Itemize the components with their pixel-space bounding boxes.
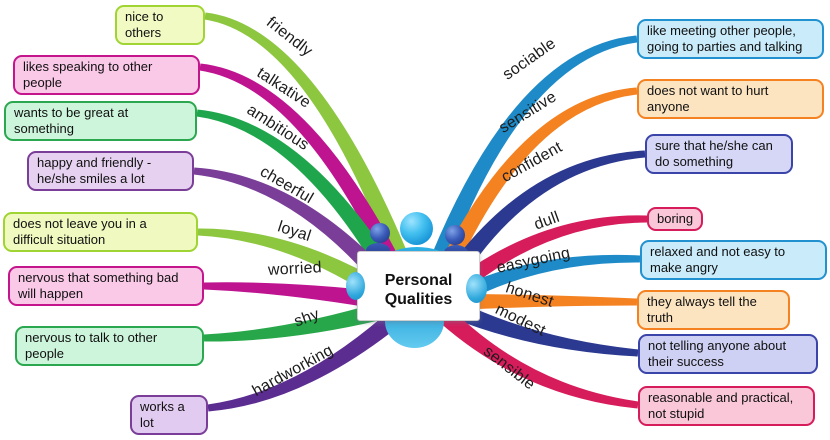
left-figure-head-icon: [370, 223, 390, 243]
note-box-honest[interactable]: they always tell the truth: [637, 290, 790, 330]
root-title-line1: Personal: [384, 272, 453, 289]
branch-curve-honest: [458, 294, 638, 310]
note-box-dull[interactable]: boring: [647, 207, 703, 231]
note-box-confident[interactable]: sure that he/she can do something: [645, 134, 793, 174]
note-box-ambitious[interactable]: wants to be great at something: [4, 101, 197, 141]
note-box-worried[interactable]: nervous that something bad will happen: [8, 266, 204, 306]
root-title-line2: Qualities: [384, 291, 453, 308]
note-box-friendly[interactable]: nice to others: [115, 5, 205, 45]
right-hand-icon: [466, 274, 487, 303]
left-hand-icon: [346, 272, 365, 300]
right-figure-head-icon: [445, 225, 465, 245]
note-box-talkative[interactable]: likes speaking to other people: [13, 55, 200, 95]
note-box-sensible[interactable]: reasonable and practical, not stupid: [638, 386, 815, 426]
main-figure-head-icon: [400, 212, 433, 245]
note-box-easygoing[interactable]: relaxed and not easy to make angry: [640, 240, 827, 280]
note-box-shy[interactable]: nervous to talk to other people: [15, 326, 204, 366]
branch-label-worried[interactable]: worried: [267, 259, 323, 279]
branch-curve-easygoing: [457, 254, 641, 303]
branch-curve-worried: [204, 282, 386, 310]
note-box-sensitive[interactable]: does not want to hurt anyone: [637, 79, 824, 119]
note-box-loyal[interactable]: does not leave you in a difficult situat…: [3, 212, 198, 252]
note-box-hardworking[interactable]: works a lot: [130, 395, 208, 435]
note-box-cheerful[interactable]: happy and friendly - he/she smiles a lot: [27, 151, 194, 191]
note-box-modest[interactable]: not telling anyone about their success: [638, 334, 818, 374]
root-node[interactable]: Personal Qualities: [357, 251, 480, 321]
branch-curve-shy: [203, 300, 391, 342]
note-box-sociable[interactable]: like meeting other people, going to part…: [637, 19, 824, 59]
